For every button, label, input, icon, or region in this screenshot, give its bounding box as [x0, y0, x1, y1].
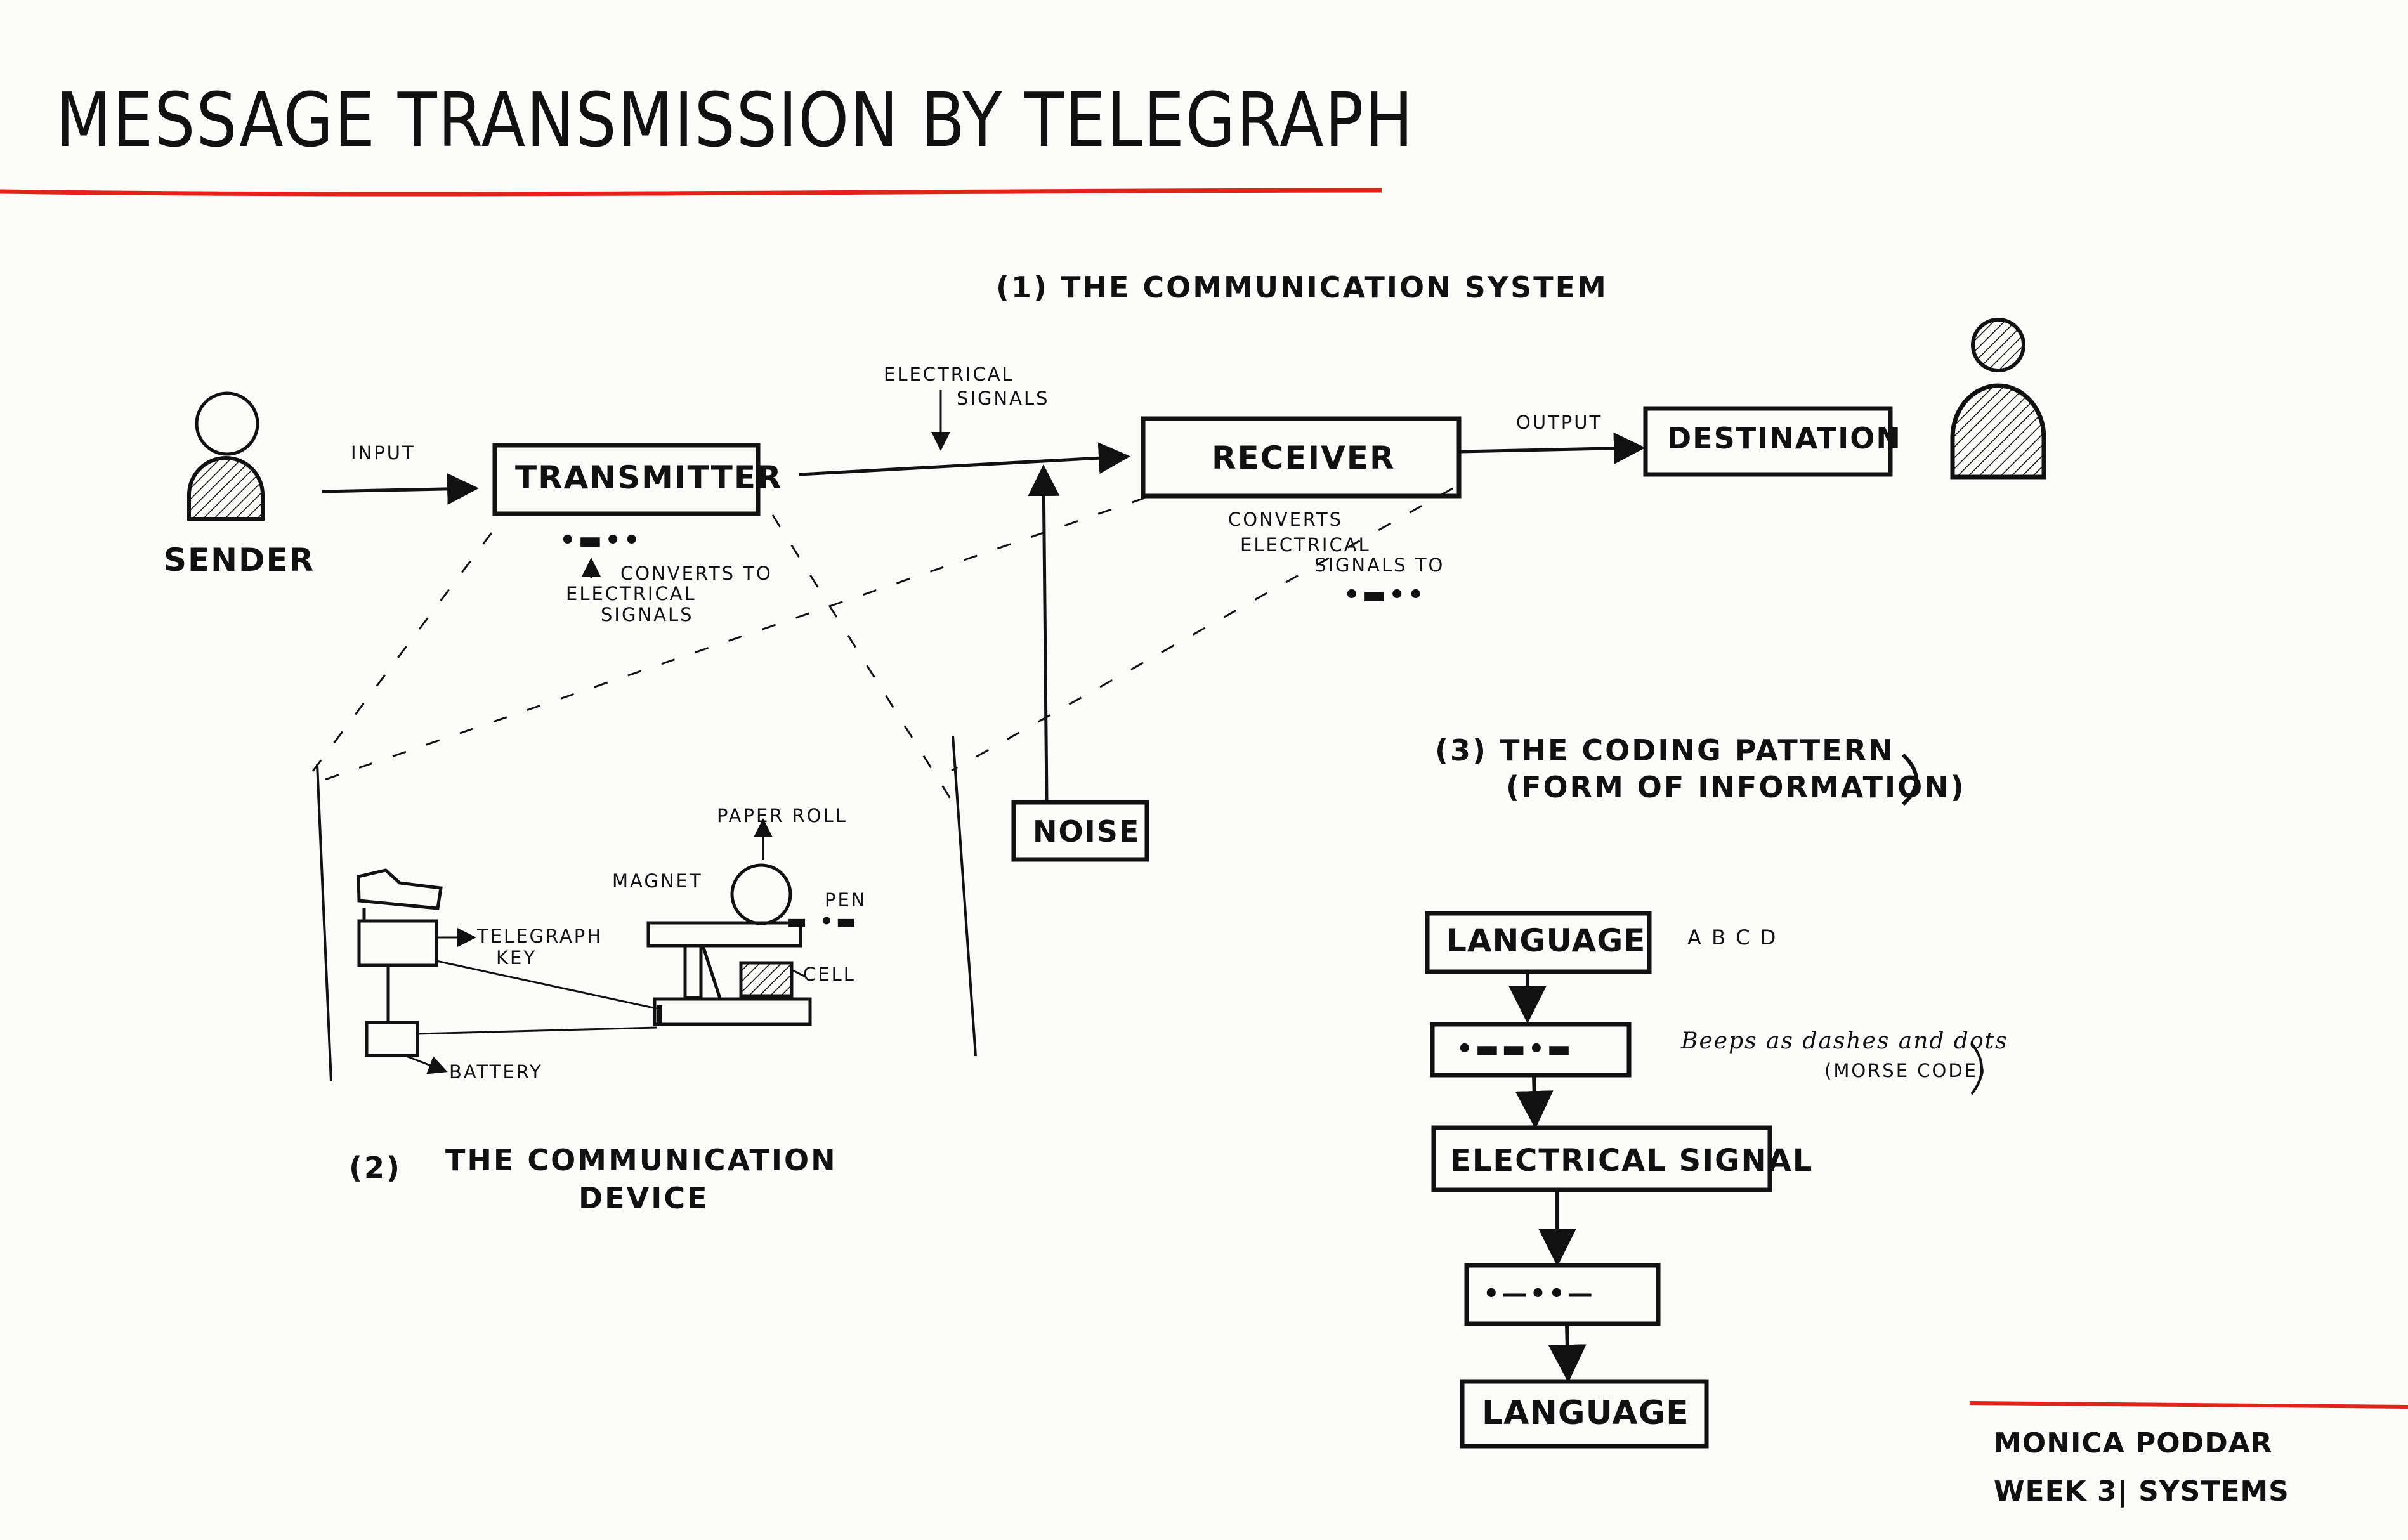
flow-arrow-4 — [1548, 1323, 1587, 1383]
transmitter-note-3: SIGNALS — [601, 604, 694, 625]
input-label: INPUT — [351, 442, 416, 464]
transmitter-note-1: CONVERTS TO — [620, 563, 773, 584]
telegraph-key-label-1: TELEGRAPH — [477, 925, 603, 947]
output-arrow — [1460, 432, 1646, 464]
paper-roll-label: PAPER ROLL — [717, 805, 847, 826]
transmitter-note-2: ELECTRICAL — [566, 583, 697, 604]
device-frame-left — [316, 764, 332, 1082]
section-2-heading-2: DEVICE — [579, 1181, 709, 1215]
closing-paren — [1901, 753, 1918, 806]
battery-label: BATTERY — [449, 1061, 543, 1083]
language-top-label: LANGUAGE — [1446, 922, 1646, 959]
device-frame-right — [952, 735, 977, 1057]
destination-figure — [1950, 318, 2046, 480]
section-2-heading-1: THE COMMUNICATION — [445, 1143, 837, 1177]
destination-box — [1643, 406, 1893, 477]
language-top-box — [1425, 911, 1652, 974]
telegraph-device — [357, 818, 812, 1074]
author-name: MONICA PODDAR — [1994, 1427, 2273, 1459]
cell-label: CELL — [803, 963, 856, 985]
beeps-note: Beeps as dashes and dots — [1681, 1028, 2008, 1054]
input-arrow — [322, 473, 479, 505]
electrical-signals-label-1: ELECTRICAL — [884, 363, 1014, 385]
pen-morse: ▬ •▬ — [787, 909, 859, 934]
receiver-note-1: CONVERTS — [1228, 509, 1344, 530]
morse-code-note: (MORSE CODE) — [1824, 1060, 1987, 1081]
section-3-heading-2: (FORM OF INFORMATION) — [1506, 770, 1966, 804]
transmitter-label: TRANSMITTER — [515, 459, 783, 496]
language-bottom-label: LANGUAGE — [1482, 1394, 1689, 1432]
pen-label: PEN — [825, 889, 867, 911]
section-1-heading: (1) THE COMMUNICATION SYSTEM — [996, 270, 1608, 304]
section-2-number: (2) — [349, 1151, 402, 1185]
signature-rule — [1969, 1401, 2408, 1409]
signal-arrow — [799, 442, 1130, 476]
noise-label: NOISE — [1033, 814, 1141, 849]
receiver-morse: •▬•• — [1344, 580, 1427, 610]
sender-label: SENDER — [164, 542, 315, 578]
morse-paren — [1970, 1042, 1983, 1095]
morse-box-1-code: •▬▬•▬ — [1456, 1034, 1574, 1064]
morse-box-1 — [1430, 1022, 1632, 1078]
receiver-note-3: SIGNALS TO — [1314, 554, 1445, 576]
section-3-heading-1: (3) THE CODING PATTERN — [1435, 733, 1895, 767]
alphabet-label: A B C D — [1687, 925, 1778, 949]
callout-dashes — [310, 487, 1453, 801]
destination-label: DESTINATION — [1667, 421, 1902, 455]
electrical-signals-label-2: SIGNALS — [957, 388, 1050, 409]
morse-box-2-code: •—••— — [1483, 1279, 1595, 1308]
receiver-label: RECEIVER — [1212, 440, 1396, 476]
magnet-label: MAGNET — [612, 870, 703, 892]
receiver-box — [1141, 416, 1462, 499]
sender-figure — [187, 391, 265, 521]
flow-arrow-2 — [1515, 1074, 1554, 1129]
course-week: WEEK 3| SYSTEMS — [1994, 1475, 2289, 1508]
noise-box — [1011, 800, 1149, 862]
page-title: MESSAGE TRANSMISSION BY TELEGRAPH — [56, 76, 1415, 164]
transmitter-morse: •▬•• — [559, 526, 643, 555]
noise-arrow — [1028, 464, 1060, 801]
transmitter-box — [492, 443, 761, 516]
electrical-signal-box — [1431, 1125, 1772, 1192]
output-label: OUTPUT — [1516, 412, 1603, 433]
electrical-signal-label: ELECTRICAL SIGNAL — [1450, 1143, 1814, 1178]
title-underline — [0, 188, 1382, 197]
receiver-note-2: ELECTRICAL — [1240, 534, 1371, 556]
telegraph-key-label-2: KEY — [496, 947, 537, 969]
